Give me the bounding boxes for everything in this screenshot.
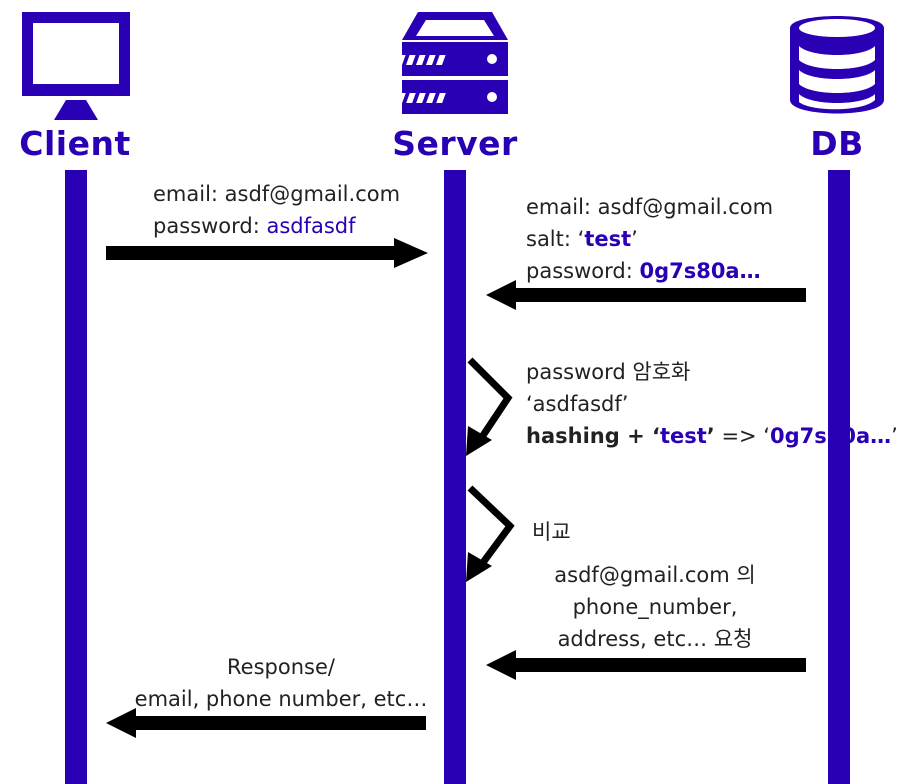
msg-hashing-formula-f: ’ — [891, 424, 898, 448]
msg-response-line2: email, phone number, etc… — [134, 687, 428, 711]
msg-db-email: email: asdf@gmail.com — [526, 195, 774, 219]
msg-db-password-value: 0g7s80a… — [639, 259, 761, 283]
self-arrow-compare-head — [466, 552, 492, 582]
msg-hashing-formula-d: => ‘ — [714, 424, 770, 448]
arrow-client-to-server — [106, 238, 428, 268]
msg-login-email: email: asdf@gmail.com — [153, 182, 401, 206]
actor-server-label: Server — [392, 124, 518, 163]
server-lifeline — [444, 170, 466, 784]
msg-request-line3: address, etc… 요청 — [557, 627, 753, 651]
msg-db-salt-quote: ’ — [631, 227, 638, 251]
actor-db-label: DB — [810, 124, 864, 163]
msg-hashing-title: password 암호화 — [526, 360, 691, 384]
msg-request-line1: asdf@gmail.com 의 — [554, 563, 756, 587]
msg-login-request: email: asdf@gmail.com password: asdfasdf — [153, 178, 400, 242]
self-arrow-hashing-head — [466, 426, 492, 456]
client-lifeline — [65, 170, 87, 784]
msg-request-details: asdf@gmail.com 의 phone_number, address, … — [520, 559, 790, 655]
self-arrow-hashing — [467, 357, 513, 448]
actor-client-label: Client — [19, 124, 131, 163]
msg-hashing-formula-salt: test — [659, 424, 707, 448]
msg-db-salt-key: salt: ‘ — [526, 227, 585, 251]
server-rack-icon — [400, 12, 508, 114]
msg-request-line2: phone_number, — [572, 595, 738, 619]
msg-hashing-formula-a: hashing + ‘ — [526, 424, 660, 448]
msg-hashing-input: ‘asdfasdf’ — [526, 392, 629, 416]
db-lifeline — [828, 170, 850, 784]
msg-response: Response/ email, phone number, etc… — [126, 651, 436, 715]
arrow-db-to-server-request — [486, 650, 806, 680]
msg-db-salt: salt: ‘test’ — [526, 223, 773, 255]
msg-login-password-key: password: — [153, 214, 267, 238]
msg-compare: 비교 — [532, 520, 571, 544]
self-arrow-compare — [467, 485, 515, 575]
arrow-db-to-server — [486, 280, 806, 310]
msg-db-user-record: email: asdf@gmail.com salt: ‘test’ passw… — [526, 191, 773, 287]
msg-login-password: password: asdfasdf — [153, 210, 400, 242]
msg-hashing-formula: hashing + ‘test’ => ‘0g7s80a…’ — [526, 420, 898, 452]
msg-db-password-key: password: — [526, 259, 640, 283]
msg-hashing-formula-c: ’ — [706, 424, 715, 448]
msg-db-salt-value: test — [584, 227, 632, 251]
monitor-icon — [22, 12, 130, 120]
arrow-server-to-client — [106, 708, 426, 738]
msg-db-password: password: 0g7s80a… — [526, 255, 773, 287]
database-icon — [790, 16, 884, 114]
msg-login-password-value: asdfasdf — [266, 214, 356, 238]
msg-hashing-formula-result: 0g7s80a… — [769, 424, 892, 448]
msg-hashing: password 암호화 ‘asdfasdf’ hashing + ‘test’… — [526, 356, 898, 452]
msg-response-line1: Response/ — [227, 655, 335, 679]
